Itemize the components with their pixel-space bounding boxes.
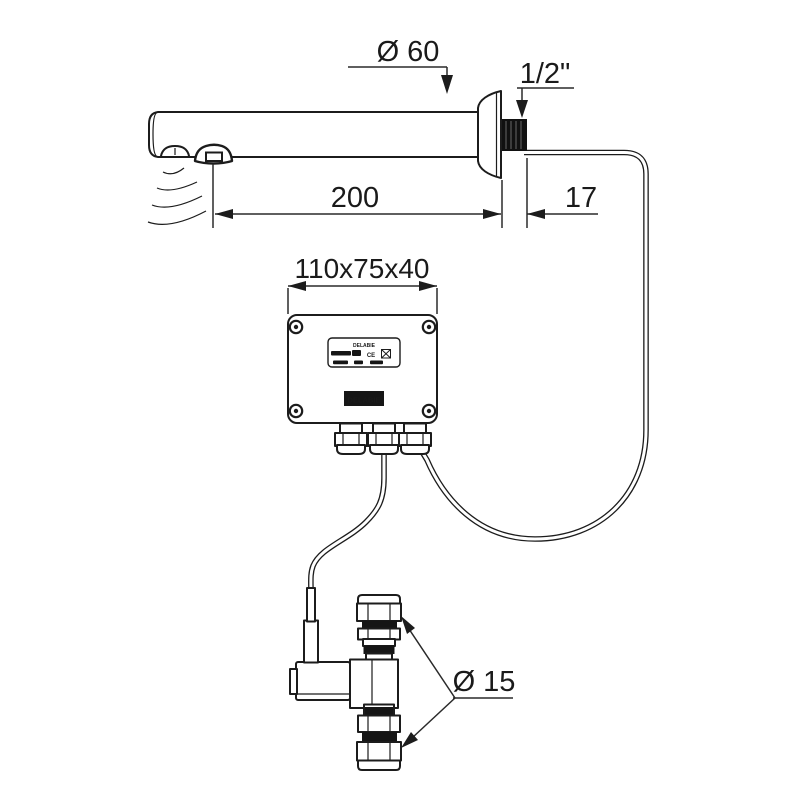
screw-icon — [288, 319, 437, 419]
rating-plate: DELABIE CE — [327, 337, 401, 368]
label-box-size: 110x75x40 — [295, 253, 430, 284]
wall-flange — [477, 90, 502, 179]
rating-plate-brand: DELABIE — [353, 343, 376, 349]
label-spout-projection: 200 — [331, 182, 379, 214]
cable-sleeve — [306, 587, 316, 623]
cable-gland-right — [398, 422, 432, 455]
dim-box-size: 110x75x40 — [287, 253, 438, 314]
thread-nipple — [502, 119, 527, 151]
sensor-lens — [205, 151, 223, 162]
coil-connector — [303, 619, 319, 664]
spout — [147, 111, 479, 225]
solenoid-valve — [289, 587, 402, 771]
label-thread-size: 1/2" — [520, 58, 571, 90]
label-thread-length: 17 — [565, 182, 597, 214]
spout-tube — [148, 111, 479, 158]
dim-spout-diameter: Ø 60 — [348, 36, 453, 94]
dim-thread-length: 17 — [526, 158, 598, 228]
sensor-cable — [418, 149, 649, 542]
brand-logo: DELABIE — [344, 391, 384, 406]
compression-fitting-top — [356, 594, 402, 662]
solenoid-coil — [289, 587, 351, 701]
weee-bin-icon — [381, 349, 391, 359]
solenoid-valve-body — [349, 658, 399, 709]
control-box: DELABIE CE DELABIE — [287, 314, 438, 455]
dim-pipe-diameter: Ø 15 — [401, 616, 515, 748]
dim-spout-projection: 200 — [212, 164, 503, 228]
solenoid-cable — [308, 448, 387, 595]
spout-end-seam — [152, 111, 158, 158]
cable-gland-middle — [367, 422, 401, 455]
compression-fitting-bottom — [356, 703, 402, 771]
label-pipe-diameter: Ø 15 — [453, 666, 516, 698]
cable-gland-left — [334, 422, 368, 455]
dim-thread-size: 1/2" — [516, 58, 574, 118]
brand-logo-text: DELABIE — [348, 396, 381, 405]
sensor-waves-icon — [147, 167, 207, 225]
label-spout-diameter: Ø 60 — [377, 36, 440, 68]
rating-plate-ce-mark: CE — [367, 353, 375, 359]
